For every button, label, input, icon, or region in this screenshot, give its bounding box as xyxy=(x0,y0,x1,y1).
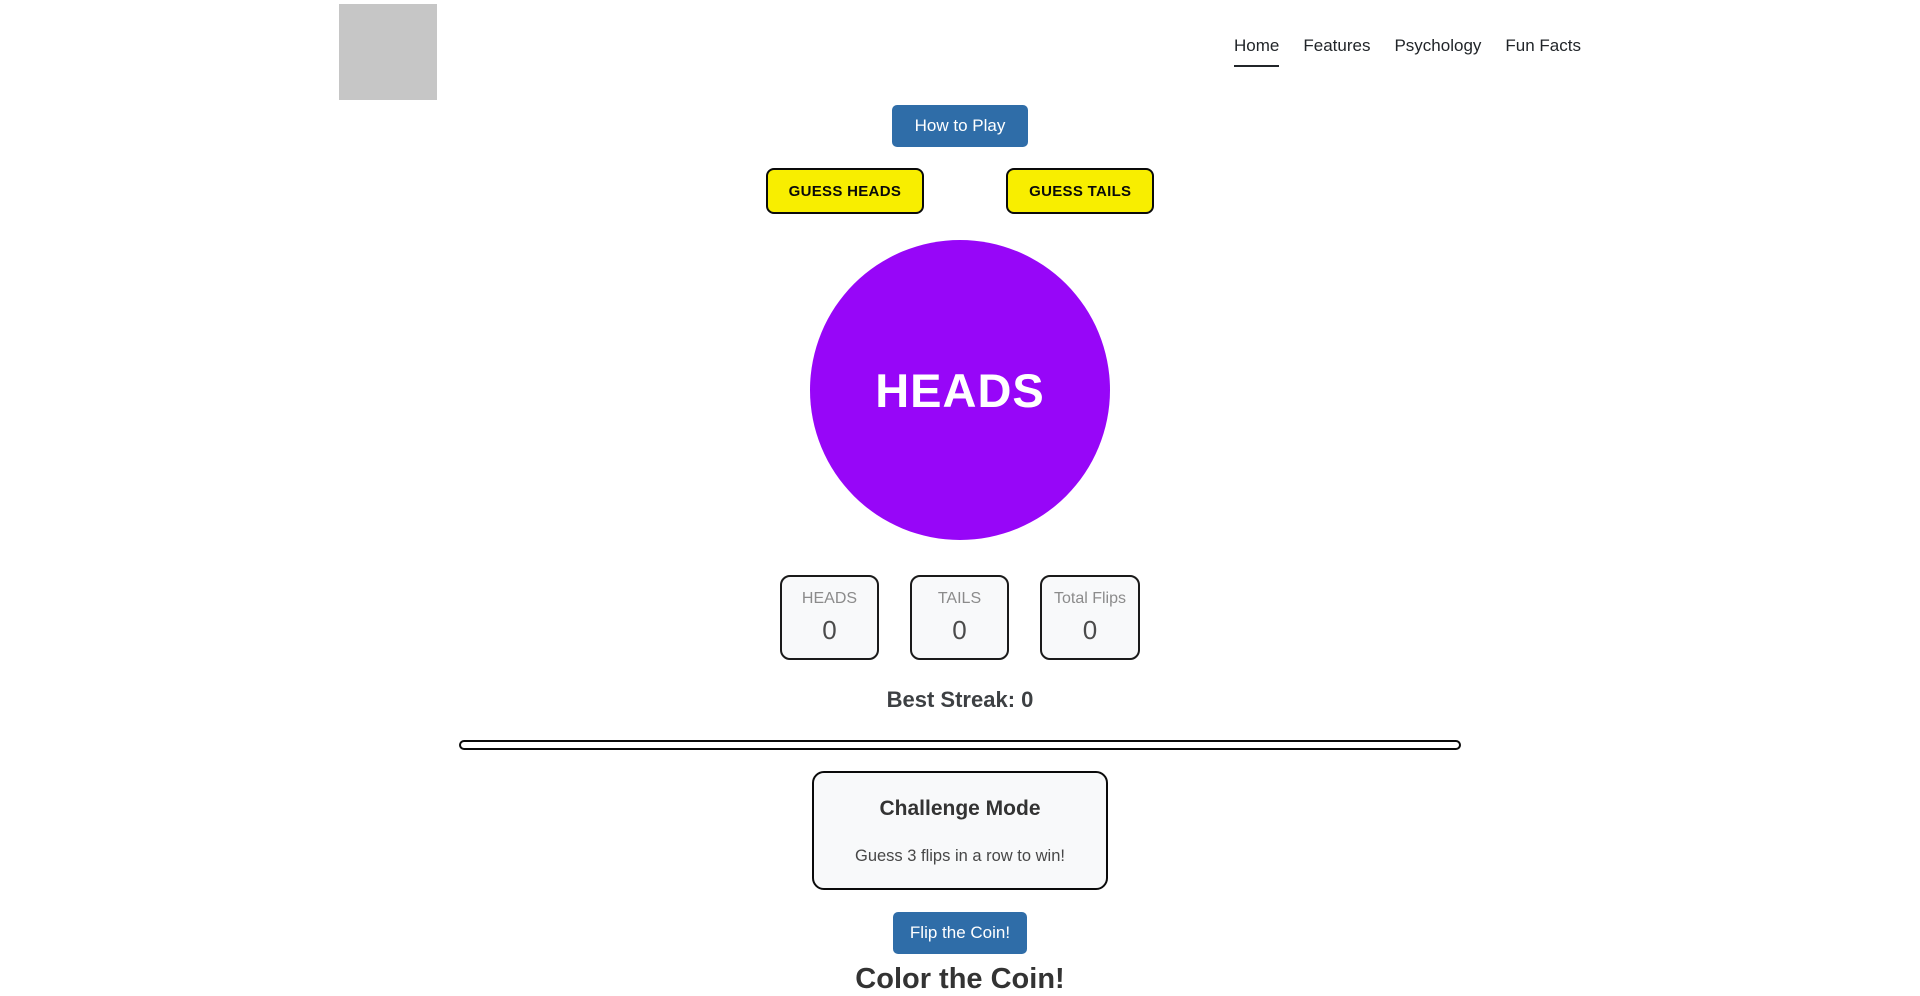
guess-heads-button[interactable]: GUESS HEADS xyxy=(765,168,925,214)
nav-link-fun-facts[interactable]: Fun Facts xyxy=(1505,36,1581,56)
header: Home Features Psychology Fun Facts xyxy=(339,0,1581,100)
nav-link-psychology[interactable]: Psychology xyxy=(1394,36,1482,56)
how-to-play-button[interactable]: How to Play xyxy=(891,105,1029,147)
stat-box-heads: HEADS 0 xyxy=(779,575,879,660)
main-nav: Home Features Psychology Fun Facts xyxy=(1234,36,1581,67)
stat-value: 0 xyxy=(1082,614,1098,645)
best-streak-text: Best Streak: 0 xyxy=(886,687,1034,712)
stat-label: TAILS xyxy=(937,589,982,607)
challenge-mode-description: Guess 3 flips in a row to win! xyxy=(854,847,1065,865)
stat-value: 0 xyxy=(952,614,967,645)
logo-image-placeholder xyxy=(339,3,437,100)
stat-label: HEADS xyxy=(801,589,858,607)
streak-progress-bar xyxy=(459,740,1461,750)
nav-link-features[interactable]: Features xyxy=(1303,36,1371,56)
flip-coin-button[interactable]: Flip the Coin! xyxy=(892,912,1028,954)
guess-buttons-row: GUESS HEADS GUESS TAILS xyxy=(765,168,1155,214)
stats-row: HEADS 0 TAILS 0 Total Flips 0 xyxy=(779,575,1141,660)
coin-face-label: HEADS xyxy=(875,363,1045,417)
guess-tails-button[interactable]: GUESS TAILS xyxy=(1006,168,1155,214)
main-content: How to Play GUESS HEADS GUESS TAILS HEAD… xyxy=(0,100,1920,996)
challenge-mode-title: Challenge Mode xyxy=(879,797,1041,820)
nav-link-home[interactable]: Home xyxy=(1234,36,1280,67)
coin[interactable]: HEADS xyxy=(810,240,1110,540)
stat-label: Total Flips xyxy=(1053,589,1127,607)
stat-value: 0 xyxy=(822,614,837,645)
color-the-coin-heading: Color the Coin! xyxy=(855,963,1065,995)
stat-box-tails: TAILS 0 xyxy=(909,575,1009,660)
stat-box-total-flips: Total Flips 0 xyxy=(1039,575,1141,660)
challenge-mode-panel: Challenge Mode Guess 3 flips in a row to… xyxy=(812,771,1108,890)
